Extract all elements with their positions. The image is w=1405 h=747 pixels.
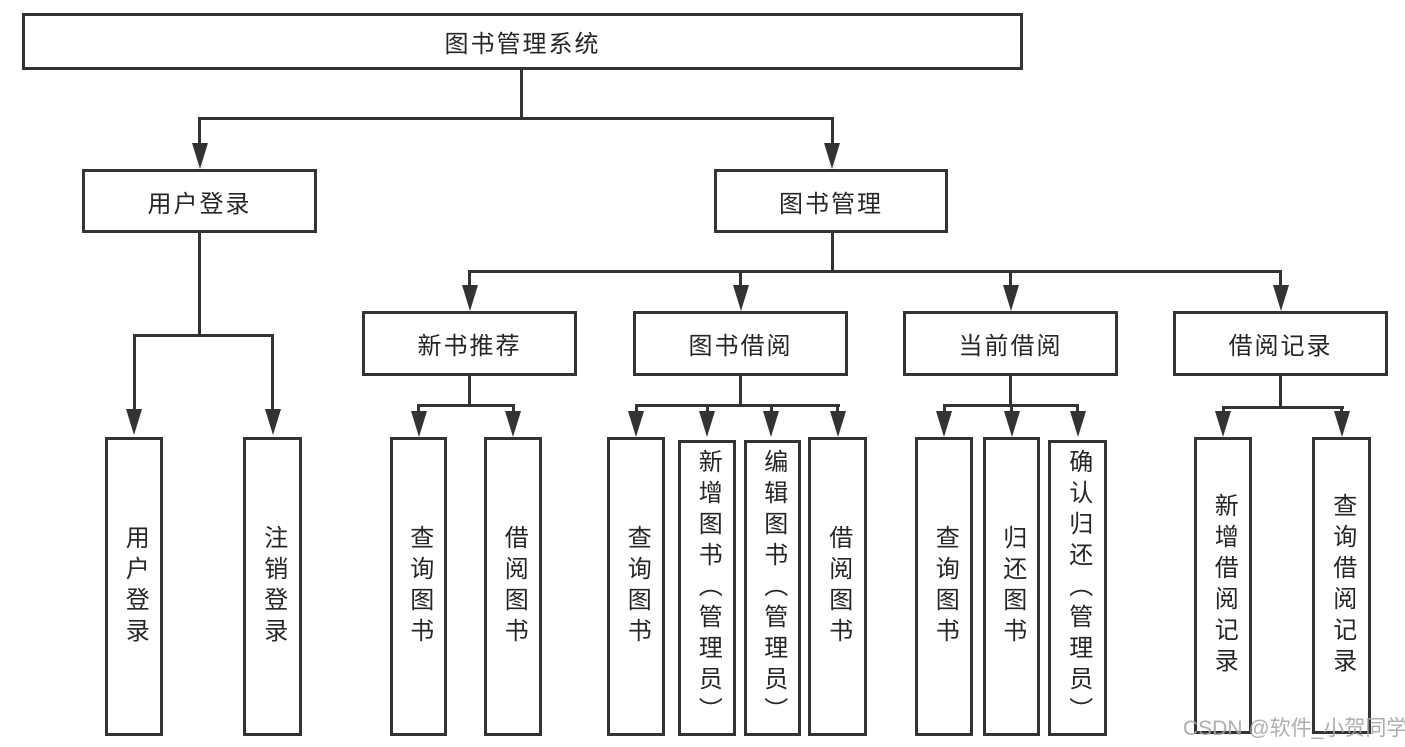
node-current-borrowing: 当前借阅 <box>903 311 1118 376</box>
arrow-into-query-record <box>1333 411 1350 437</box>
connector-user-login-down <box>198 233 201 337</box>
node-book-management-label: 图书管理 <box>779 190 883 218</box>
arrow-into-borrow-books-2 <box>829 411 846 437</box>
connector-user-login-split <box>132 334 274 337</box>
arrow-into-new-books <box>461 285 478 311</box>
connector-drop-borrow-records <box>1279 270 1282 288</box>
leaf-confirm-return-admin-label: 确认归还（管理员） <box>1064 448 1092 728</box>
connector-new-books-split <box>417 404 515 407</box>
connector-borrow-records-split <box>1221 406 1344 409</box>
leaf-add-book-admin: 新增图书（管理员） <box>678 440 736 736</box>
connector-drop-query-books-3 <box>942 404 946 413</box>
arrow-into-leaf-user-login <box>126 409 142 435</box>
arrow-into-return-books <box>1003 411 1020 437</box>
connector-drop-leaf-user-login <box>132 334 136 411</box>
leaf-borrow-books-2-label: 借阅图书 <box>824 524 852 649</box>
arrow-into-user-login <box>191 143 208 169</box>
leaf-query-borrow-record: 查询借阅记录 <box>1312 437 1371 734</box>
connector-level1-split <box>198 117 834 120</box>
node-user-login: 用户登录 <box>82 169 317 233</box>
leaf-user-login: 用户登录 <box>105 437 163 736</box>
node-new-book-recommend: 新书推荐 <box>362 311 577 376</box>
node-new-book-recommend-label: 新书推荐 <box>417 333 522 360</box>
leaf-query-books-1: 查询图书 <box>390 437 447 736</box>
leaf-return-books: 归还图书 <box>983 437 1040 736</box>
arrow-into-query-books-1 <box>410 411 427 437</box>
connector-drop-borrow-books-1 <box>511 404 515 413</box>
connector-drop-add-record <box>1221 406 1225 413</box>
connector-book-management-down <box>830 233 834 272</box>
connector-level3-split <box>468 270 1282 273</box>
node-borrowing-records: 借阅记录 <box>1173 311 1388 376</box>
node-book-borrowing-label: 图书借阅 <box>688 333 793 360</box>
node-borrowing-records-label: 借阅记录 <box>1228 333 1333 360</box>
arrow-into-borrow-records <box>1272 285 1289 311</box>
leaf-logout: 注销登录 <box>243 437 302 736</box>
arrow-into-add-book <box>699 411 715 437</box>
leaf-query-books-3: 查询图书 <box>915 437 973 736</box>
connector-borrow-records-down <box>1279 376 1282 409</box>
arrow-into-add-record <box>1215 411 1231 437</box>
leaf-add-book-admin-label: 新增图书（管理员） <box>694 448 722 728</box>
connector-book-borrowing-split <box>634 404 840 407</box>
connector-drop-add-book <box>705 404 709 413</box>
connector-drop-return-books <box>1010 404 1013 413</box>
leaf-edit-book-admin-label: 编辑图书（管理员） <box>759 448 787 728</box>
arrow-into-confirm-return <box>1069 411 1086 437</box>
arrow-into-leaf-logout <box>264 409 281 435</box>
connector-current-borrowing-down <box>1009 376 1012 407</box>
connector-drop-new-books <box>468 270 471 288</box>
connector-root-down <box>519 70 523 118</box>
arrow-into-book-borrowing <box>732 285 749 311</box>
leaf-borrow-books-1-label: 借阅图书 <box>500 524 528 649</box>
arrow-into-borrow-books-1 <box>505 411 521 437</box>
node-book-management: 图书管理 <box>714 169 948 233</box>
connector-drop-confirm-return <box>1076 404 1079 413</box>
leaf-query-books-1-label: 查询图书 <box>405 524 433 649</box>
arrow-into-edit-book <box>763 411 779 437</box>
connector-drop-book-borrowing <box>739 270 742 288</box>
connector-drop-book-management <box>830 117 834 146</box>
leaf-add-borrow-record: 新增借阅记录 <box>1194 437 1252 734</box>
connector-drop-query-books-1 <box>417 404 420 413</box>
arrow-into-query-books-3 <box>936 411 952 437</box>
node-user-login-label: 用户登录 <box>147 190 252 218</box>
arrow-into-current-borrowing <box>1002 285 1019 311</box>
node-library-system: 图书管理系统 <box>22 13 1023 70</box>
connector-book-borrowing-down <box>739 376 742 407</box>
connector-drop-query-books-2 <box>634 404 638 413</box>
leaf-borrow-books-1: 借阅图书 <box>484 437 542 736</box>
leaf-user-login-label: 用户登录 <box>121 524 149 649</box>
connector-drop-leaf-logout <box>271 334 274 411</box>
leaf-confirm-return-admin: 确认归还（管理员） <box>1048 440 1107 736</box>
csdn-watermark: CSDN @软件_小贺同学 <box>1183 717 1405 740</box>
leaf-return-books-label: 归还图书 <box>998 524 1026 649</box>
leaf-query-books-2: 查询图书 <box>607 437 665 736</box>
leaf-edit-book-admin: 编辑图书（管理员） <box>744 440 801 736</box>
arrow-into-query-books-2 <box>628 411 644 437</box>
connector-drop-query-record <box>1340 406 1343 413</box>
connector-drop-borrow-books-2 <box>836 404 839 413</box>
node-current-borrowing-label: 当前借阅 <box>958 333 1063 360</box>
leaf-query-borrow-record-label: 查询借阅记录 <box>1328 492 1356 679</box>
node-book-borrowing: 图书借阅 <box>633 311 848 376</box>
leaf-query-books-2-label: 查询图书 <box>623 524 651 649</box>
connector-drop-user-login <box>198 117 201 146</box>
leaf-logout-label: 注销登录 <box>259 524 287 649</box>
connector-drop-current-borrowing <box>1009 270 1012 288</box>
arrow-into-book-management <box>824 143 840 169</box>
leaf-borrow-books-2: 借阅图书 <box>808 437 867 736</box>
leaf-add-borrow-record-label: 新增借阅记录 <box>1210 492 1238 679</box>
node-library-system-label: 图书管理系统 <box>444 31 601 58</box>
leaf-query-books-3-label: 查询图书 <box>931 524 959 649</box>
connector-new-books-down <box>468 376 471 407</box>
connector-drop-edit-book <box>769 404 773 413</box>
